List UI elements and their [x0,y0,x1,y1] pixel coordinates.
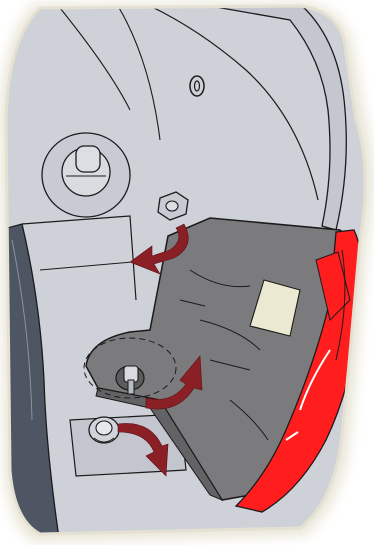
stud-icon [41,132,131,218]
nut-icon [157,191,189,221]
lamp-label [249,279,301,337]
bolt-icon [88,416,120,444]
bolt-icon [115,365,145,395]
body-slot-icon [189,75,205,97]
rotate-arrow-icon [117,423,169,477]
rotate-arrow-icon [129,223,189,275]
left-dark-trim [6,223,61,534]
rotate-arrow-icon [145,355,203,410]
frame-edge [4,4,367,536]
